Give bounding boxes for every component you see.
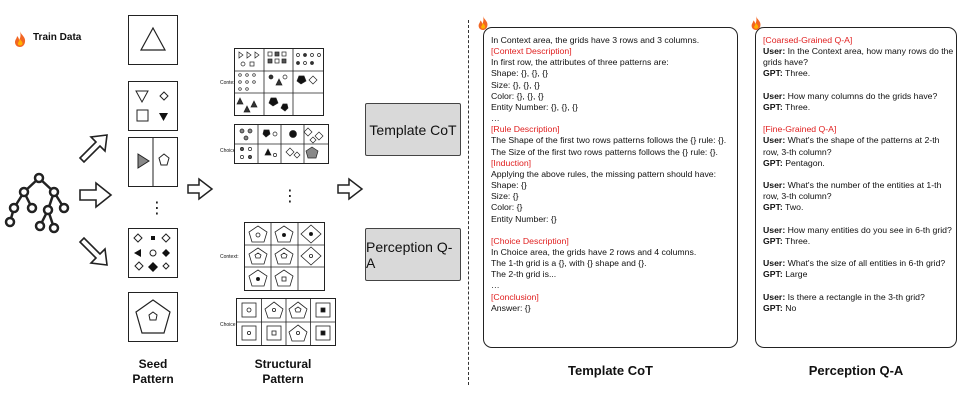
panel-text-line: GPT: Large: [763, 269, 808, 280]
section-heading: [Fine-Grained Q-A]: [763, 124, 837, 135]
panel-text-line: User: What's the number of the entities …: [763, 180, 942, 191]
structural-context-label-2: Context:: [220, 254, 239, 260]
section-heading: [Rule Description]: [491, 124, 560, 135]
seed-ellipsis: ⋮: [149, 200, 165, 217]
panel-text-line: User: How many entities do you see in 6-…: [763, 224, 952, 235]
section-heading: [Induction]: [491, 157, 532, 168]
template-cot-caption: Template CoT: [568, 363, 653, 378]
flame-icon: [15, 31, 26, 47]
panel-text-line: Size: {}: [491, 191, 519, 202]
panel-text-line: Entity Number: {}: [491, 213, 557, 224]
panel-text-line: …: [491, 113, 500, 124]
flame-icon: [478, 16, 488, 30]
panel-text-line: GPT: No: [763, 302, 797, 313]
section-heading: [Conclusion]: [491, 291, 539, 302]
arrow-right-icon: [187, 177, 214, 201]
panel-text-line: [763, 113, 953, 124]
panel-text-line: Applying the above rules, the missing pa…: [491, 168, 717, 179]
panel-text-line: In Choice area, the grids have 2 rows an…: [491, 246, 697, 257]
panel-text-line: Entity Number: {}, {}, {}: [491, 101, 578, 112]
arrow-down-right-icon: [78, 236, 108, 266]
panel-text-line: Color: {}, {}, {}: [491, 90, 544, 101]
perception-qa-panel: [Coarsed-Grained Q-A]User: In the Contex…: [755, 27, 957, 348]
panel-text-line: User: Is there a rectangle in the 3-th g…: [763, 291, 925, 302]
section-heading: [Context Description]: [491, 46, 572, 57]
arrow-right-icon: [79, 181, 113, 209]
panel-text-line: …: [491, 280, 500, 291]
seed-pattern-pentagons: [128, 292, 178, 342]
arrow-right-icon: [337, 177, 364, 201]
panel-text-line: User: How many columns do the grids have…: [763, 90, 938, 101]
panel-text-line: User: What's the shape of the patterns a…: [763, 135, 940, 146]
panel-text-line: GPT: Pentagon.: [763, 157, 825, 168]
panel-text-line: [763, 247, 953, 258]
panel-text-line: Answer: {}: [491, 302, 531, 313]
seed-pattern-grid-four: [128, 81, 178, 131]
perception-qa-caption: Perception Q-A: [808, 363, 904, 378]
seed-pattern-split: [128, 137, 178, 187]
panel-text-line: The Size of the first two rows patterns …: [491, 146, 718, 157]
structural-choice-label-2: Choice:: [220, 322, 237, 328]
panel-text-line: [763, 169, 953, 180]
panel-text-line: User: What's the size of all entities in…: [763, 258, 946, 269]
panel-text-line: The 2-th grid is...: [491, 269, 557, 280]
panel-text-line: grids have?: [763, 57, 808, 68]
seed-pattern-grid-many: [128, 228, 178, 278]
panel-text-line: row, 3-th column?: [763, 146, 832, 157]
panel-text-line: Color: {}: [491, 202, 523, 213]
panel-text-line: The Shape of the first two rows patterns…: [491, 135, 727, 146]
arrow-up-right-icon: [78, 134, 108, 164]
panel-text-line: GPT: Three.: [763, 101, 811, 112]
structural-caption: Structural Pattern: [254, 357, 312, 386]
structural-context-label-1: Context:: [220, 80, 239, 86]
perception-qa-box: Perception Q-A: [365, 228, 461, 281]
structural-ellipsis: ⋮: [282, 188, 298, 205]
panel-text-line: Shape: {}, {}, {}: [491, 68, 549, 79]
structural-context-grid-2: [244, 222, 325, 291]
structural-context-grid-1: [234, 48, 324, 116]
seed-pattern-triangle: [128, 15, 178, 65]
structural-choice-label-1: Choice:: [220, 148, 237, 154]
template-cot-box: Template CoT: [365, 103, 461, 156]
panel-text-line: [763, 280, 953, 291]
structural-choice-grid-2: [236, 298, 336, 346]
panel-text-line: Size: {}, {}, {}: [491, 79, 540, 90]
panel-text-line: In Context area, the grids have 3 rows a…: [491, 35, 700, 45]
panel-text-line: [491, 225, 726, 236]
panel-text-line: In first row, the attributes of three pa…: [491, 57, 669, 68]
section-heading: [Coarsed-Grained Q-A]: [763, 35, 853, 45]
structural-choice-grid-1: [234, 124, 329, 164]
legend-label: Train Data: [33, 32, 82, 43]
tree-icon: [4, 172, 70, 234]
panel-text-line: GPT: Three.: [763, 68, 811, 79]
seed-caption: Seed Pattern: [132, 357, 174, 386]
panel-text-line: row, 3-th column?: [763, 191, 832, 202]
panel-text-line: [763, 80, 953, 91]
panel-text-line: GPT: Three.: [763, 235, 811, 246]
panel-text-line: User: In the Context area, how many rows…: [763, 46, 954, 57]
panel-text-line: The 1-th grid is a {}, with {} shape and…: [491, 258, 647, 269]
template-cot-panel: In Context area, the grids have 3 rows a…: [483, 27, 738, 348]
section-heading: [Choice Description]: [491, 235, 569, 246]
panel-text-line: [763, 214, 953, 225]
dashed-divider: [468, 20, 469, 385]
panel-text-line: Shape: {}: [491, 180, 527, 191]
flame-icon: [751, 16, 761, 30]
panel-text-line: GPT: Two.: [763, 202, 804, 213]
